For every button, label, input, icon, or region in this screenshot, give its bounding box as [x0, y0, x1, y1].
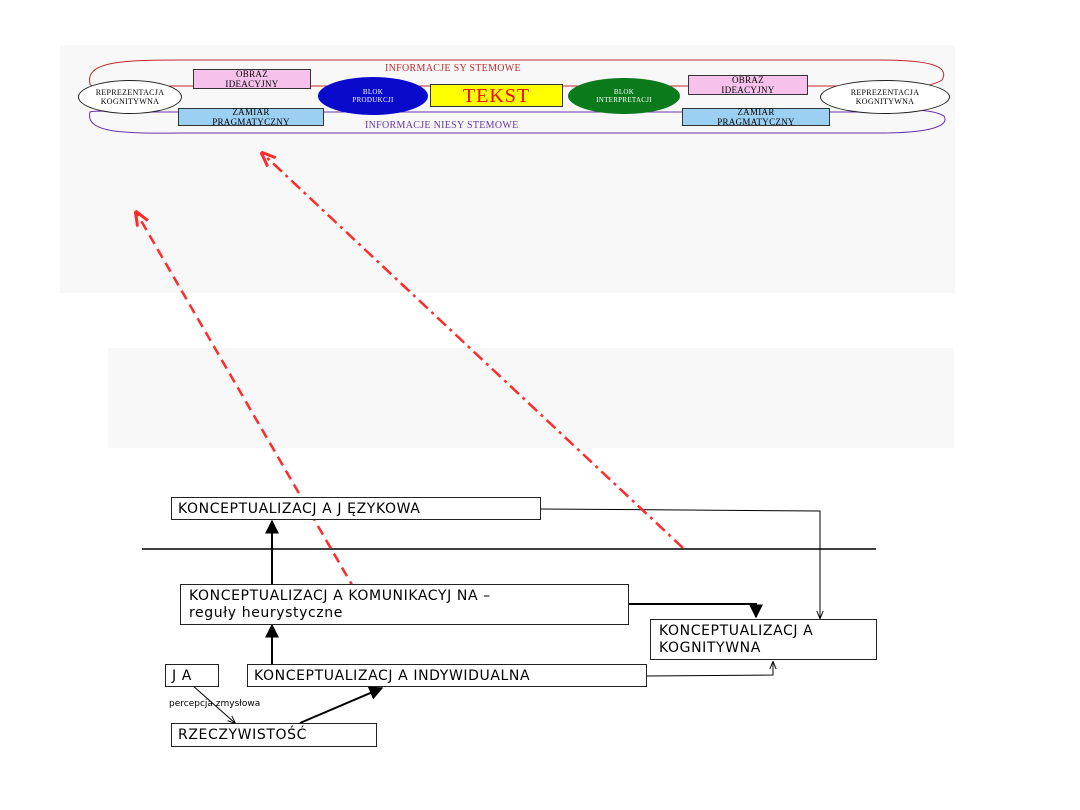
konceptualizacja-komunikacyjna-line2: reguły heurystyczne	[189, 605, 343, 621]
konceptualizacja-indywidualna-label: KONCEPTUALIZACJ A INDYWIDUALNA	[254, 667, 531, 684]
rzeczywistosc-box: RZECZYWISTOŚĆ	[171, 723, 377, 747]
left-repr-line2: KOGNITYWNA	[100, 97, 160, 106]
band-top-label: INFORMACJE SY STEMOWE	[385, 63, 521, 74]
arrow-indywidualna-to-kognitywna	[645, 662, 773, 677]
blok-produkcji-line1: BLOK	[362, 88, 384, 96]
right-reprezentacja-kognitywna: REPREZENTACJA KOGNITYWNA	[820, 80, 950, 114]
left-zamiar-line1: ZAMIAR	[232, 107, 270, 117]
right-obraz-line1: OBRAZ	[731, 75, 764, 85]
left-reprezentacja-kognitywna: REPREZENTACJA KOGNITYWNA	[78, 80, 182, 114]
blok-produkcji-line2: PRODUKCJI	[352, 96, 394, 104]
left-obraz-ideacyjny: OBRAZ IDEACYJNY	[193, 69, 311, 89]
blok-interpretacji-line2: INTERPRETACJI	[596, 96, 652, 104]
tekst-label: TEKST	[462, 84, 531, 107]
left-zamiar-pragmatyczny: ZAMIAR PRAGMATYCZNY	[178, 107, 324, 127]
arrow-rzeczywistosc-to-indywidualna	[299, 686, 384, 724]
right-repr-line2: KOGNITYWNA	[855, 97, 915, 106]
konceptualizacja-komunikacyjna-box: KONCEPTUALIZACJ A KOMUNIKACYJ NA – reguł…	[180, 584, 629, 625]
konceptualizacja-kognitywna-line2: KOGNITYWNA	[659, 640, 761, 656]
arrow-komunikacyjna-to-kognitywna	[628, 603, 763, 619]
konceptualizacja-indywidualna-box: KONCEPTUALIZACJ A INDYWIDUALNA	[247, 664, 647, 687]
right-repr-line1: REPREZENTACJA	[850, 88, 920, 97]
right-zamiar-line2: PRAGMATYCZNY	[717, 117, 795, 127]
red-dashdot-arrow-right	[262, 153, 684, 549]
konceptualizacja-jezykowa-box: KONCEPTUALIZACJ A J ĘZYKOWA	[171, 497, 541, 520]
ja-box: J A	[165, 664, 219, 687]
tekst-box: TEKST	[430, 84, 563, 107]
left-obraz-line1: OBRAZ	[235, 69, 268, 79]
right-obraz-ideacyjny: OBRAZ IDEACYJNY	[688, 75, 808, 95]
rzeczywistosc-label: RZECZYWISTOŚĆ	[178, 727, 307, 743]
left-obraz-line2: IDEACYJNY	[225, 79, 279, 89]
arrow-ja-to-rzeczywistosc	[191, 684, 235, 723]
right-zamiar-line1: ZAMIAR	[737, 107, 775, 117]
band-bottom-label: INFORMACJE NIESY STEMOWE	[365, 120, 519, 131]
konceptualizacja-jezykowa-label: KONCEPTUALIZACJ A J ĘZYKOWA	[178, 500, 421, 517]
blok-produkcji-circle: BLOK PRODUKCJI	[318, 77, 428, 115]
blok-interpretacji-circle: BLOK INTERPRETACJI	[568, 78, 680, 114]
konceptualizacja-kognitywna-line1: KONCEPTUALIZACJ A	[659, 623, 814, 639]
percepcja-zmyslowa-label: percepcja zmysłowa	[169, 699, 261, 709]
middle-background-panel	[108, 348, 954, 448]
arrow-jezykowa-to-kognitywna	[539, 508, 820, 618]
konceptualizacja-komunikacyjna-line1: KONCEPTUALIZACJ A KOMUNIKACYJ NA –	[189, 588, 491, 604]
left-zamiar-line2: PRAGMATYCZNY	[212, 117, 290, 127]
red-dashed-arrow-left	[136, 212, 357, 591]
ja-label: J A	[172, 667, 192, 684]
right-obraz-line2: IDEACYJNY	[721, 85, 775, 95]
blok-interpretacji-line1: BLOK	[613, 88, 635, 96]
right-zamiar-pragmatyczny: ZAMIAR PRAGMATYCZNY	[682, 107, 830, 127]
konceptualizacja-kognitywna-box: KONCEPTUALIZACJ A KOGNITYWNA	[650, 619, 877, 660]
left-repr-line1: REPREZENTACJA	[95, 88, 165, 97]
